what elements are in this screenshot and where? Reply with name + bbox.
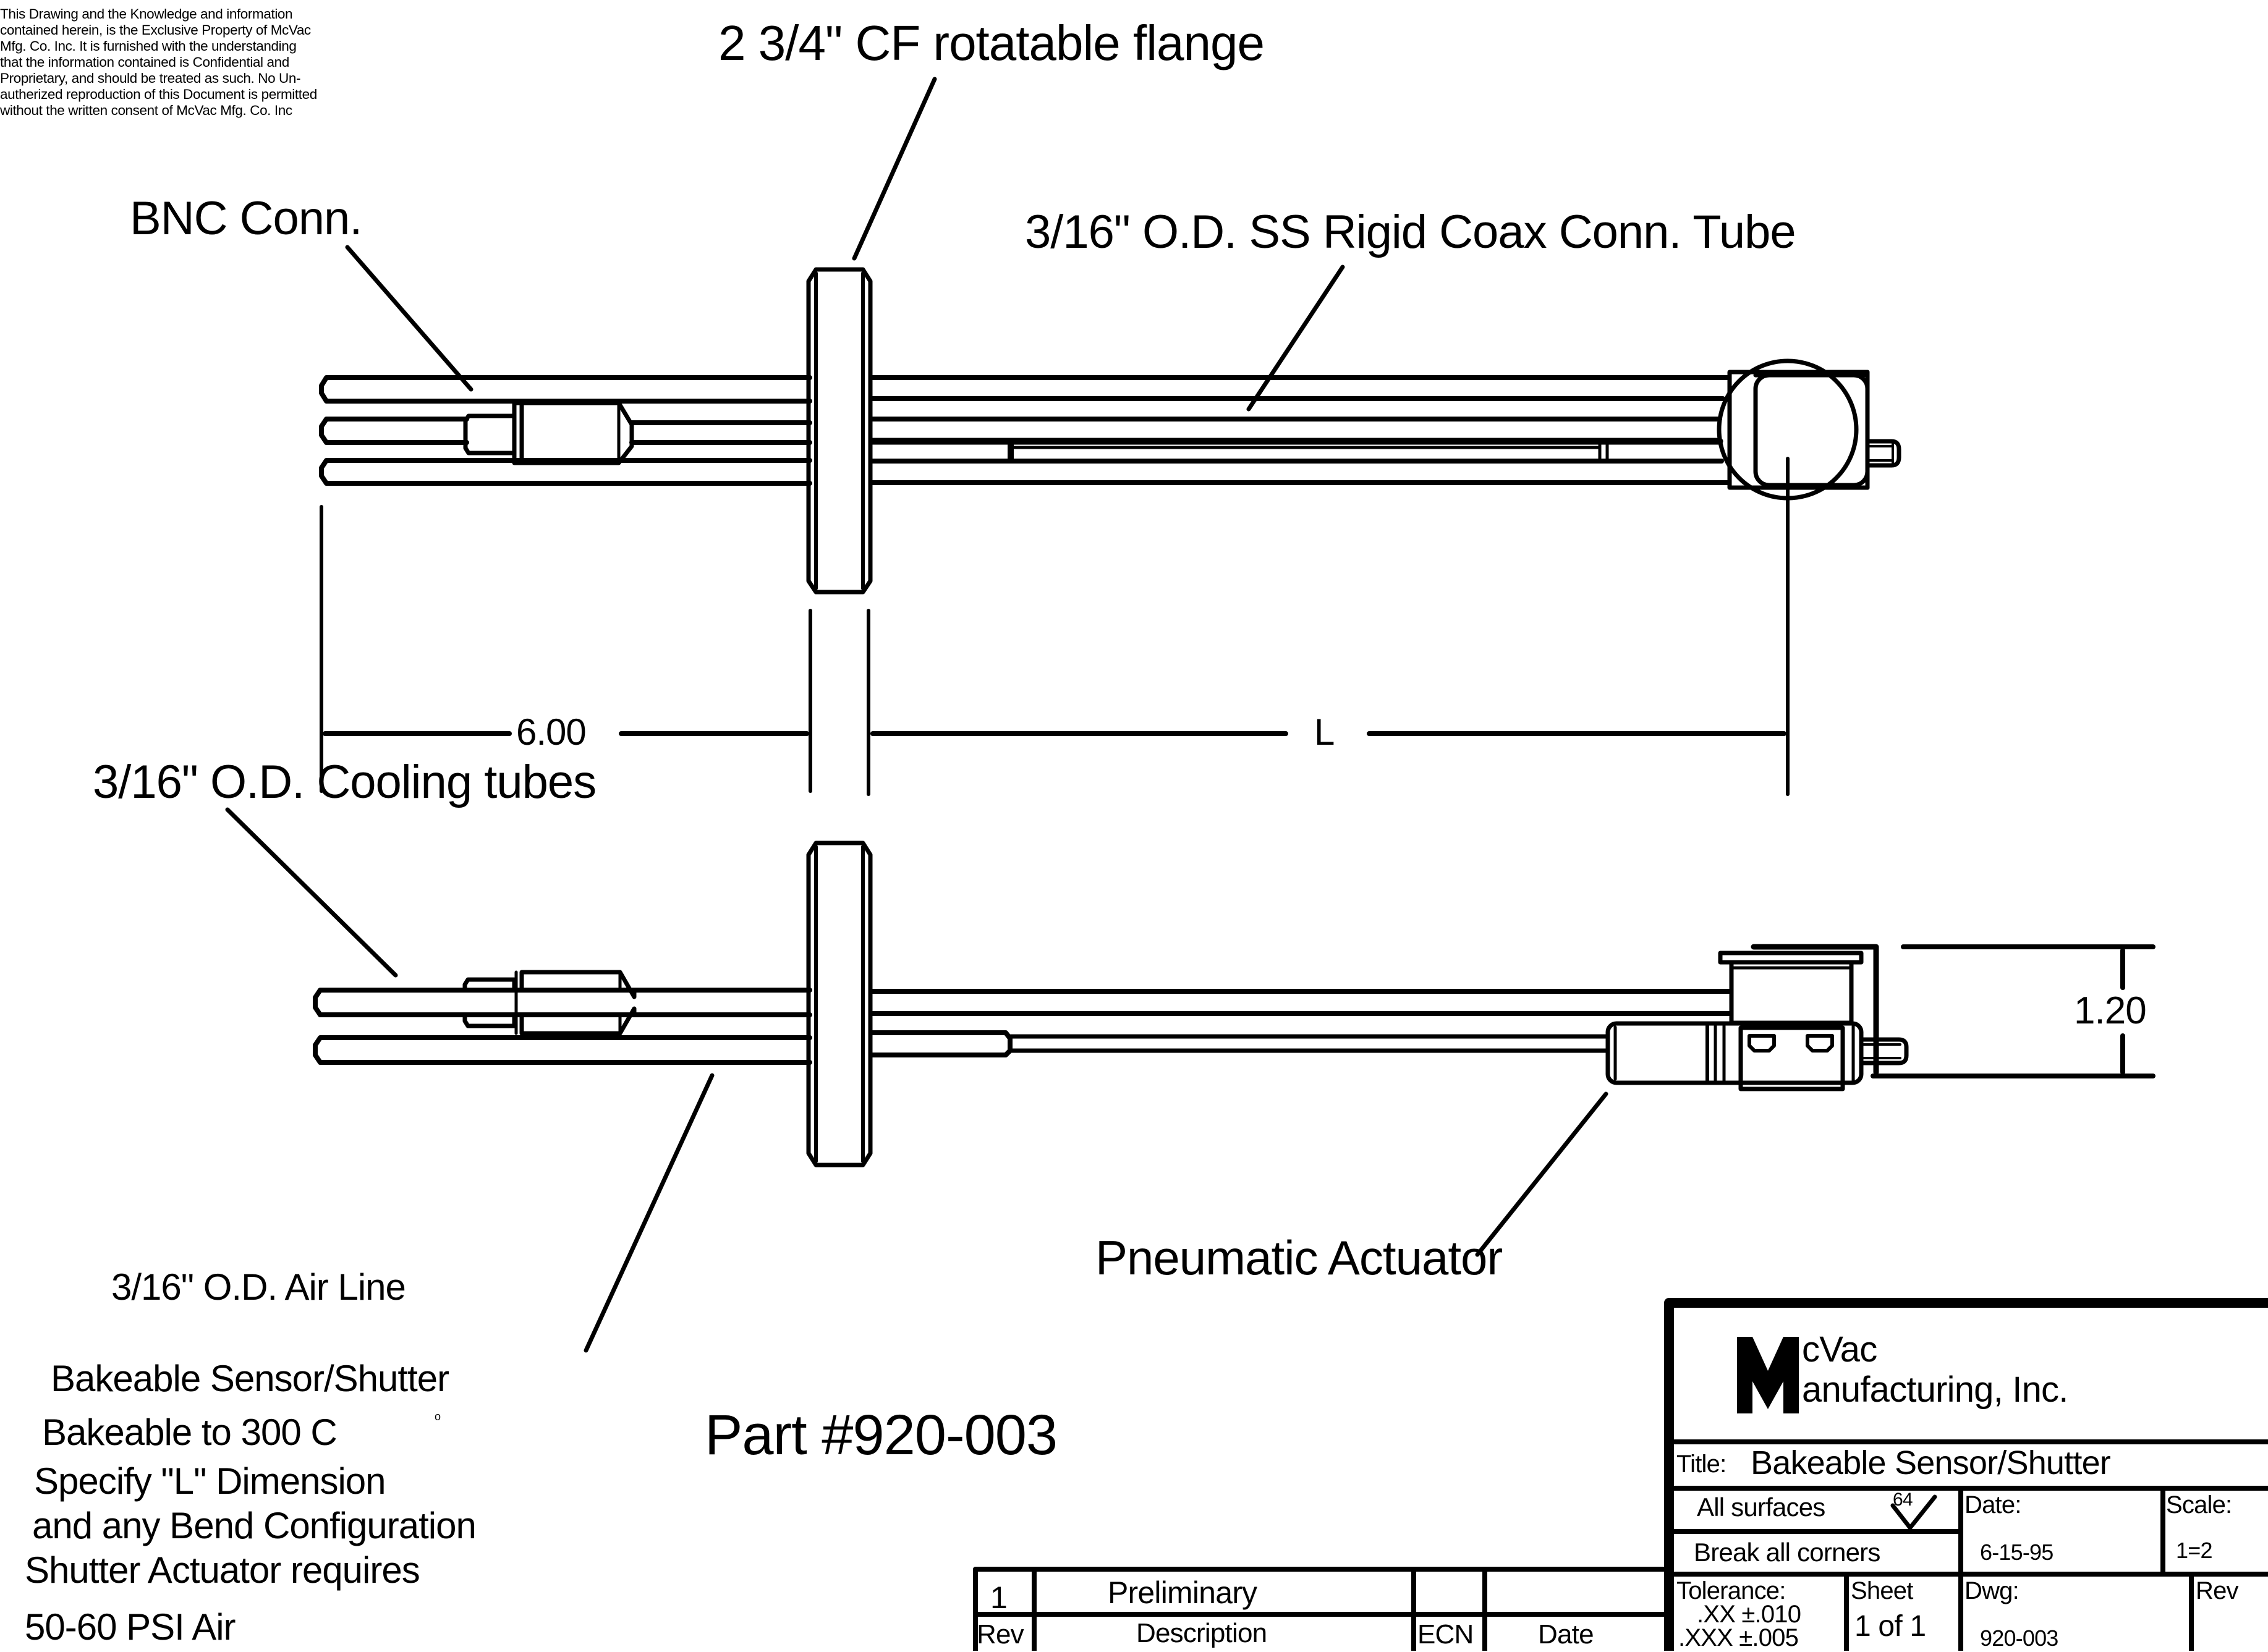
revision-header-ecn: ECN [1417, 1619, 1474, 1650]
break-corners-note: Break all corners [1694, 1538, 1880, 1567]
note-line: and any Bend Configuration [32, 1505, 477, 1546]
sensor-housing-top [1717, 358, 1901, 501]
revision-row-description: Preliminary [1108, 1575, 1257, 1610]
copyright-line: Mfg. Co. Inc. It is furnished with the u… [0, 38, 297, 54]
degree-mark: o [435, 1410, 441, 1423]
bnc-connector [463, 400, 812, 465]
bnc-coax-left [319, 417, 469, 445]
pneumatic-actuator [1605, 944, 1909, 1091]
copyright-notice: This Drawing and the Knowledge and infor… [0, 6, 420, 119]
part-number: Part #920-003 [705, 1404, 1058, 1467]
note-line: Specify "L" Dimension [34, 1460, 386, 1502]
sheet-label: Sheet [1851, 1577, 1913, 1604]
flange-label: 2 3/4" CF rotatable flange [718, 15, 1265, 70]
air-line-side-left [313, 1035, 812, 1065]
bnc-connector-side [462, 970, 637, 1036]
actuator-leader [1475, 1091, 1608, 1257]
date-value: 6-15-95 [1980, 1540, 2054, 1565]
tolerance-label: Tolerance: [1676, 1577, 1786, 1604]
copyright-line: autherized reproduction of this Document… [0, 87, 317, 102]
dimension-6-00: 6.00 [516, 711, 587, 753]
copyright-line: without the written consent of McVac Mfg… [0, 103, 292, 118]
coax-tubes-right [868, 375, 1731, 485]
tolerance-xx: .XX ±.010 [1697, 1601, 1801, 1628]
cf-flange-top [806, 267, 873, 595]
top-view [319, 77, 1901, 796]
cooling-tube-side [313, 988, 812, 1017]
copyright-line: This Drawing and the Knowledge and infor… [0, 6, 293, 22]
dimension-1-20: 1.20 [2074, 989, 2147, 1032]
dimension-flange-offset [320, 457, 1790, 796]
flange-leader [852, 77, 937, 261]
note-line: Shutter Actuator requires [25, 1549, 420, 1591]
company-name-line2: anufacturing, Inc. [1802, 1370, 2068, 1410]
actuator-label: Pneumatic Actuator [1095, 1231, 1503, 1285]
air-line-side-right [869, 1030, 1013, 1057]
dimension-l: L [1314, 711, 1335, 753]
company-logo [1737, 1337, 1799, 1413]
cf-flange-side [806, 841, 873, 1167]
cooling-tubes-leader [225, 807, 398, 978]
rev-label: Rev [2196, 1577, 2239, 1604]
cooling-tube-lower-left [319, 458, 812, 486]
revision-header-rev: Rev [977, 1619, 1024, 1650]
bnc-label: BNC Conn. [130, 192, 362, 245]
title-value: Bakeable Sensor/Shutter [1751, 1444, 2111, 1481]
air-line-label: 3/16" O.D. Air Line [111, 1266, 406, 1308]
cooling-tubes-label: 3/16" O.D. Cooling tubes [93, 756, 597, 808]
tolerace-xxx: .XXX ±.005 [1678, 1624, 1799, 1651]
bnc-leader [345, 245, 474, 392]
date-label: Date: [1964, 1491, 2021, 1519]
surface-finish-value: 64 [1893, 1489, 1913, 1510]
dimension-height [1871, 944, 2155, 1078]
surface-finish-symbol [1890, 1494, 1937, 1530]
revision-row-rev: 1 [990, 1580, 1008, 1615]
coax-tube-leader [1246, 265, 1345, 412]
sheet-value: 1 of 1 [1854, 1610, 1926, 1643]
surface-label: All surfaces [1697, 1493, 1825, 1522]
scale-label: Scale: [2166, 1491, 2232, 1519]
copyright-line: that the information contained is Confid… [0, 54, 289, 70]
scale-value: 1=2 [2176, 1538, 2212, 1563]
note-line: Bakeable Sensor/Shutter [51, 1358, 449, 1399]
dwg-value: 920-003 [1980, 1625, 2058, 1651]
revision-header-description: Description [1136, 1618, 1267, 1648]
revision-table-frame [973, 1567, 1671, 1651]
coax-tube-label: 3/16" O.D. SS Rigid Coax Conn. Tube [1025, 206, 1796, 258]
company-name-line1: cVac [1802, 1329, 1877, 1370]
side-view [225, 807, 2155, 1353]
copyright-line: contained herein, is the Exclusive Prope… [0, 22, 311, 38]
note-line: Bakeable to 300 C [42, 1412, 338, 1453]
title-block-frame [1664, 1298, 2268, 1651]
air-line-leader [584, 1073, 715, 1353]
cooling-tube-upper-left [319, 375, 812, 404]
copyright-line: Proprietary, and should be treated as su… [0, 70, 301, 86]
revision-header-date: Date [1538, 1619, 1594, 1650]
title-label: Title: [1676, 1451, 1726, 1478]
note-line: 50-60 PSI Air [25, 1606, 236, 1648]
dwg-label: Dwg: [1964, 1577, 2020, 1604]
